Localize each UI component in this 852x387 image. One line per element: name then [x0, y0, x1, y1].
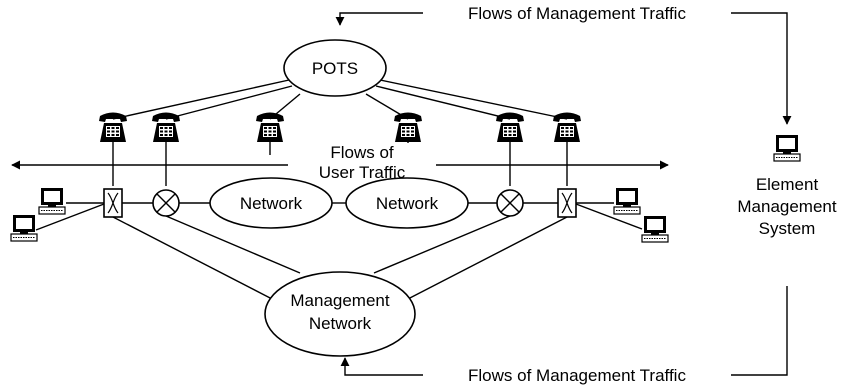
ems-label-line1: Element [756, 175, 819, 194]
user-traffic-label-backdrop [301, 143, 423, 161]
management-flow-arrow-top [335, 12, 423, 26]
ems-label-line3: System [759, 219, 816, 238]
telephone-icon [553, 112, 581, 142]
telephone-icon [394, 112, 422, 142]
telephone-icon [99, 112, 127, 142]
network-left-label: Network [240, 194, 303, 213]
crossbar-switch-icon [557, 188, 577, 218]
network-right-ellipse [345, 177, 469, 229]
management-network-label-line2: Network [309, 314, 372, 333]
crossbar-switch-icon [103, 188, 123, 218]
circuit-switch-icon [496, 189, 524, 217]
management-flow-line-from-ems [731, 286, 788, 376]
ems-label-line2: Management [737, 197, 837, 216]
user-traffic-label-backdrop [288, 161, 436, 177]
telephone-icon [256, 112, 284, 142]
user-links [35, 202, 643, 231]
computer-icon [10, 214, 38, 242]
network-left-ellipse [209, 177, 333, 229]
pots-links [112, 79, 568, 120]
management-links [112, 215, 568, 301]
computer-icon [613, 187, 641, 215]
management-network-label-line1: Management [290, 291, 390, 310]
computer-icon [38, 187, 66, 215]
computer-icon [641, 215, 669, 243]
management-flow-arrow-bottom [340, 357, 423, 376]
network-right-label: Network [376, 194, 439, 213]
management-flow-label-bottom: Flows of Management Traffic [468, 366, 686, 385]
telephone-icon [496, 112, 524, 142]
pots-ellipse [283, 39, 387, 97]
pots-label: POTS [312, 59, 358, 78]
telephone-icon [152, 112, 180, 142]
user-traffic-label-line1: Flows of [330, 143, 394, 162]
management-network-ellipse [264, 271, 416, 357]
management-flow-arrow-to-ems [731, 12, 792, 125]
circuit-switch-icon [152, 189, 180, 217]
management-flow-label-top: Flows of Management Traffic [468, 4, 686, 23]
user-traffic-label-line2: User Traffic [319, 163, 406, 182]
computer-icon [773, 134, 801, 162]
